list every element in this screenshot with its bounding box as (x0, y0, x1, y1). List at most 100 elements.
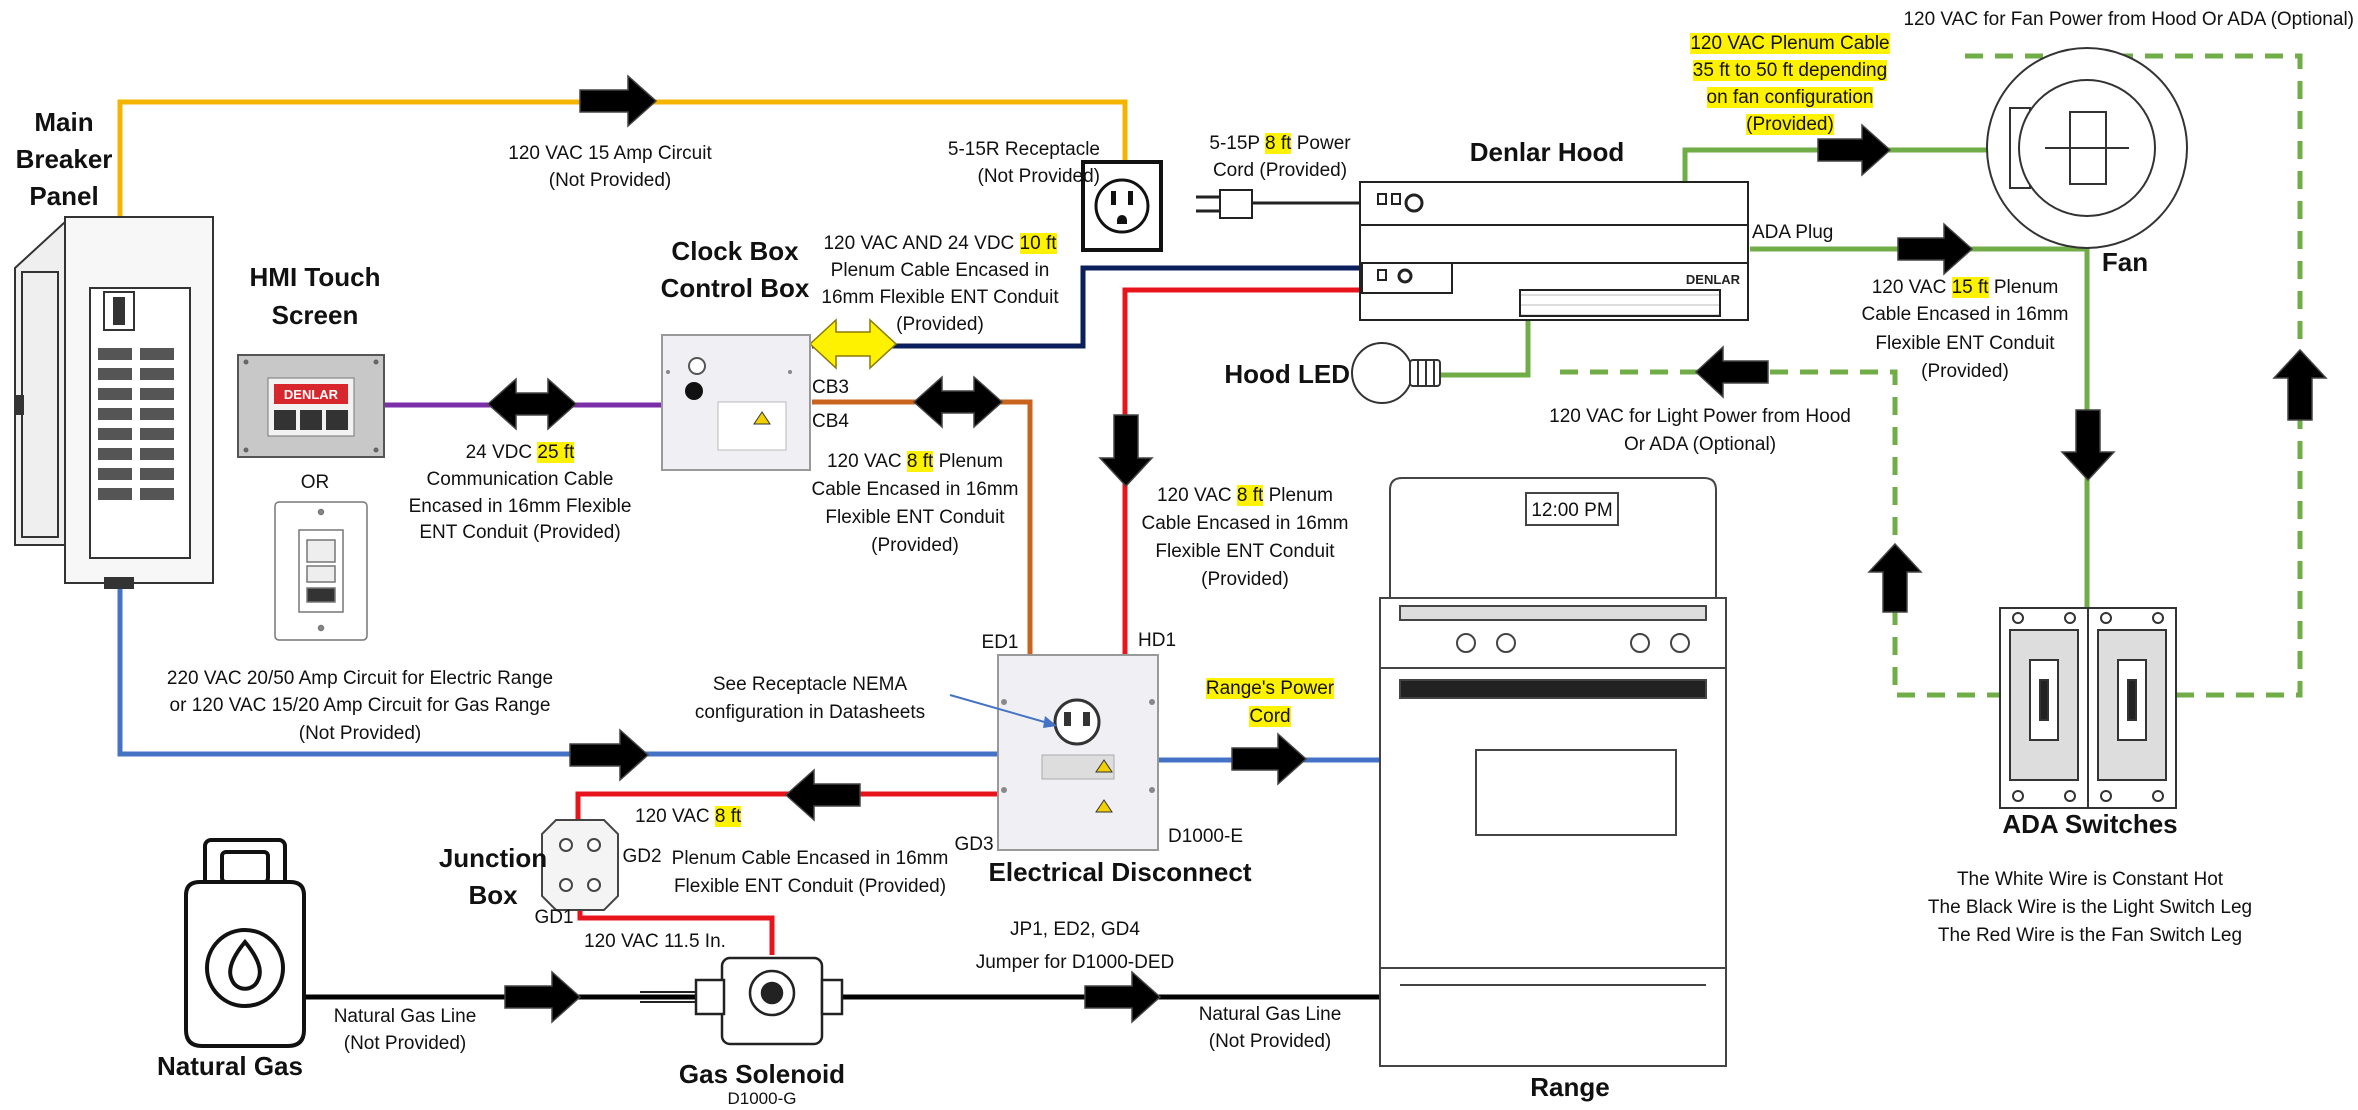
power-cord-length: 8 ft (1265, 133, 1292, 154)
gas-line-right-label-2: (Not Provided) (1208, 1031, 1332, 1052)
main-breaker-label-2: Breaker (15, 144, 113, 174)
wire-green-fan (1682, 147, 2015, 183)
arrow-dashed-up-left (1867, 542, 1923, 613)
power-cord-suffix: Power (1291, 133, 1351, 154)
terminal-ed1: ED1 (981, 632, 1019, 653)
denlar-hood-label: Denlar Hood (1469, 137, 1625, 167)
clock-box-label-1: Clock Box (671, 236, 799, 266)
ada-cable-label-2: Cable Encased in 16mm (1861, 304, 2069, 325)
hood-logo-text: DENLAR (1686, 272, 1741, 287)
natural-gas-label: Natural Gas (157, 1051, 303, 1081)
clock-cable-prefix: 120 VAC AND 24 VDC (823, 233, 1020, 254)
cb4-cable-suffix: Plenum (933, 451, 1004, 472)
or-label: OR (300, 472, 330, 493)
hd1-cable-length: 8 ft (1236, 485, 1264, 506)
terminal-gd3: GD3 (954, 834, 994, 855)
junction-box-label-2: Box (468, 880, 518, 910)
fan-drawing (1986, 47, 2188, 249)
gd3-cable-label-2: Plenum Cable Encased in 16mm (671, 848, 949, 869)
arrow-hmi-double (486, 377, 578, 431)
terminal-hd1: HD1 (1138, 630, 1177, 651)
arrow-ada-down (2060, 409, 2116, 482)
arrow-gas-left-right (504, 970, 582, 1024)
nema-note-label-1: See Receptacle NEMA (712, 674, 908, 695)
gd3-cable-length: 8 ft (714, 806, 742, 827)
main-circuit-label-1: 120 VAC 15 Amp Circuit (508, 143, 712, 164)
receptacle-label-2: (Not Provided) (977, 166, 1101, 187)
arrow-hd1-down (1098, 414, 1154, 488)
arrow-fan-right (1817, 123, 1892, 177)
jumper-label-1: JP1, ED2, GD4 (1010, 919, 1140, 940)
hd1-cable-label-1: 120 VAC 8 ft Plenum (1130, 482, 1360, 509)
gd3-cable-label-3: Flexible ENT Conduit (Provided) (673, 876, 947, 897)
receptacle-label-1: 5-15R Receptacle (947, 139, 1100, 160)
hmi-logo-text: DENLAR (284, 387, 339, 402)
clock-box-drawing (661, 334, 811, 471)
range-circuit-label-3: (Not Provided) (298, 723, 422, 744)
ada-note-1: The White Wire is Constant Hot (1956, 869, 2224, 890)
hood-led-label: Hood LED (1224, 359, 1350, 389)
hmi-label-1: HMI Touch (249, 262, 381, 292)
ada-switches-label: ADA Switches (2002, 809, 2178, 839)
range-cord-label-1: Range's Power (1190, 675, 1350, 702)
terminal-cb4: CB4 (812, 411, 849, 432)
clock-cable-label-4: (Provided) (896, 314, 984, 335)
hmi-cable-label-2: Communication Cable (426, 469, 614, 490)
fan-plenum-line-3: on fan configuration (1706, 87, 1874, 108)
range-cord-label-2: Cord (1190, 703, 1350, 730)
wire-green-led (1438, 320, 1531, 378)
jumper-label-2: Jumper for D1000-DED (975, 952, 1175, 973)
main-breaker-label-3: Panel (29, 181, 99, 211)
fan-plenum-line-2: 35 ft to 50 ft depending (1692, 60, 1888, 81)
nema-pointer-arrow (949, 694, 1056, 726)
power-cord-label-2: Cord (Provided) (1212, 160, 1348, 181)
cb4-cable-label-3: Flexible ENT Conduit (825, 507, 1005, 528)
nema-note-label-2: configuration in Datasheets (694, 702, 926, 723)
gas-solenoid-drawing (640, 956, 844, 1046)
gas-line-right-label-1: Natural Gas Line (1198, 1004, 1342, 1025)
gd3-cable-prefix: 120 VAC (635, 806, 715, 827)
terminal-gd1: GD1 (534, 907, 574, 928)
hmi-touch-screen-drawing (237, 354, 385, 458)
power-cord-prefix: 5-15P (1209, 133, 1266, 154)
arrow-range-cord-right (1231, 732, 1308, 786)
main-breaker-label-1: Main (34, 107, 94, 137)
ada-cable-length: 15 ft (1951, 277, 1989, 298)
range-drawing (1379, 477, 1727, 1067)
wire-blue-range-circuit (117, 585, 998, 757)
arrow-yellow-right (579, 74, 658, 128)
wire-navy-cb3 (812, 265, 1362, 349)
cb4-cable-label-1: 120 VAC 8 ft Plenum (800, 448, 1030, 475)
receptacle-5-15r-drawing (1081, 160, 1163, 252)
ada-cable-suffix: Plenum (1988, 277, 2059, 298)
fan-plenum-label-4: (Provided) (1650, 111, 1930, 138)
ada-cable-label-1: 120 VAC 15 ft Plenum (1855, 274, 2075, 301)
arrow-gd3-left (784, 768, 861, 822)
terminal-gd2: GD2 (622, 846, 662, 867)
hmi-cable-label-3: Encased in 16mm Flexible (408, 496, 632, 517)
gas-solenoid-label: Gas Solenoid (678, 1059, 846, 1089)
light-power-optional-label-2: Or ADA (Optional) (1623, 434, 1777, 455)
hd1-cable-label-4: (Provided) (1201, 569, 1289, 590)
clock-cable-label-2: Plenum Cable Encased in (830, 260, 1050, 281)
gd3-cable-label-1: 120 VAC 8 ft (635, 803, 755, 830)
hd1-cable-suffix: Plenum (1263, 485, 1334, 506)
arrow-blue-right (569, 728, 650, 782)
terminal-ada-plug: ADA Plug (1752, 222, 1834, 243)
clock-cable-length: 10 ft (1019, 233, 1057, 254)
arrow-clock-double[interactable] (808, 318, 898, 370)
arrow-gas-right-right (1084, 970, 1162, 1024)
cb4-cable-label-2: Cable Encased in 16mm (811, 479, 1019, 500)
fan-plenum-line-1: 120 VAC Plenum Cable (1690, 33, 1890, 54)
power-cord-label-1: 5-15P 8 ft Power (1200, 130, 1360, 157)
nema-pointer-head (1043, 716, 1057, 728)
hd1-cable-label-2: Cable Encased in 16mm (1141, 513, 1349, 534)
hmi-alternate-switch-drawing (274, 501, 368, 641)
gas-line-left-label-2: (Not Provided) (343, 1033, 467, 1054)
arrow-led-left (1694, 345, 1769, 399)
fan-plenum-label-2: 35 ft to 50 ft depending (1650, 57, 1930, 84)
fan-power-optional-label: 120 VAC for Fan Power from Hood Or ADA (… (1903, 9, 2354, 30)
wire-orange-cb4 (812, 399, 1033, 655)
fan-plenum-label-3: on fan configuration (1650, 84, 1930, 111)
